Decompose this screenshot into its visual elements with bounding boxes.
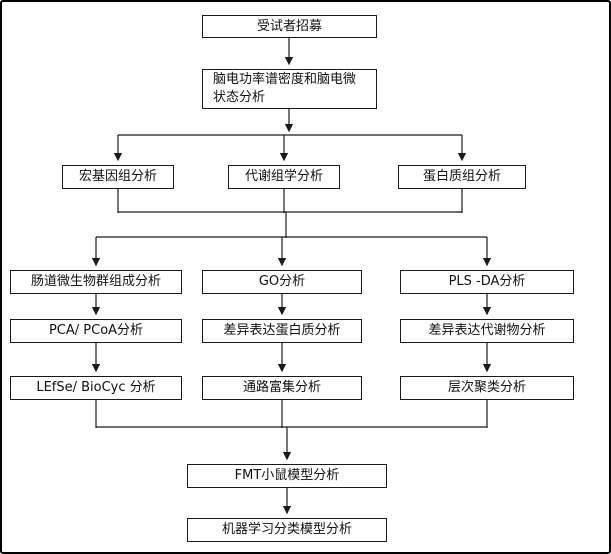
node-hierarchical-clustering: 层次聚类分析 xyxy=(400,376,574,400)
node-pca-pcoa: PCA/ PCoA分析 xyxy=(10,319,182,343)
node-machine-learning-model: 机器学习分类模型分析 xyxy=(187,518,387,542)
node-eeg-analysis: 脑电功率谱密度和脑电微状态分析 xyxy=(202,69,377,109)
node-diff-expressed-metabolite: 差异表达代谢物分析 xyxy=(400,319,574,343)
node-pathway-enrichment: 通路富集分析 xyxy=(202,376,362,400)
node-fmt-mouse-model: FMT小鼠模型分析 xyxy=(187,464,387,488)
node-lefse-biocyc: LEfSe/ BioCyc 分析 xyxy=(10,376,182,400)
node-metagenomics: 宏基因组分析 xyxy=(62,165,174,189)
node-go-analysis: GO分析 xyxy=(202,270,362,294)
node-diff-expressed-protein: 差异表达蛋白质分析 xyxy=(202,319,362,343)
node-subject-recruitment: 受试者招募 xyxy=(202,15,377,38)
node-gut-microbiota-composition: 肠道微生物群组成分析 xyxy=(10,270,182,294)
node-pls-da: PLS -DA分析 xyxy=(400,270,574,294)
node-metabolomics: 代谢组学分析 xyxy=(228,165,340,189)
node-proteomics: 蛋白质组分析 xyxy=(398,165,526,189)
